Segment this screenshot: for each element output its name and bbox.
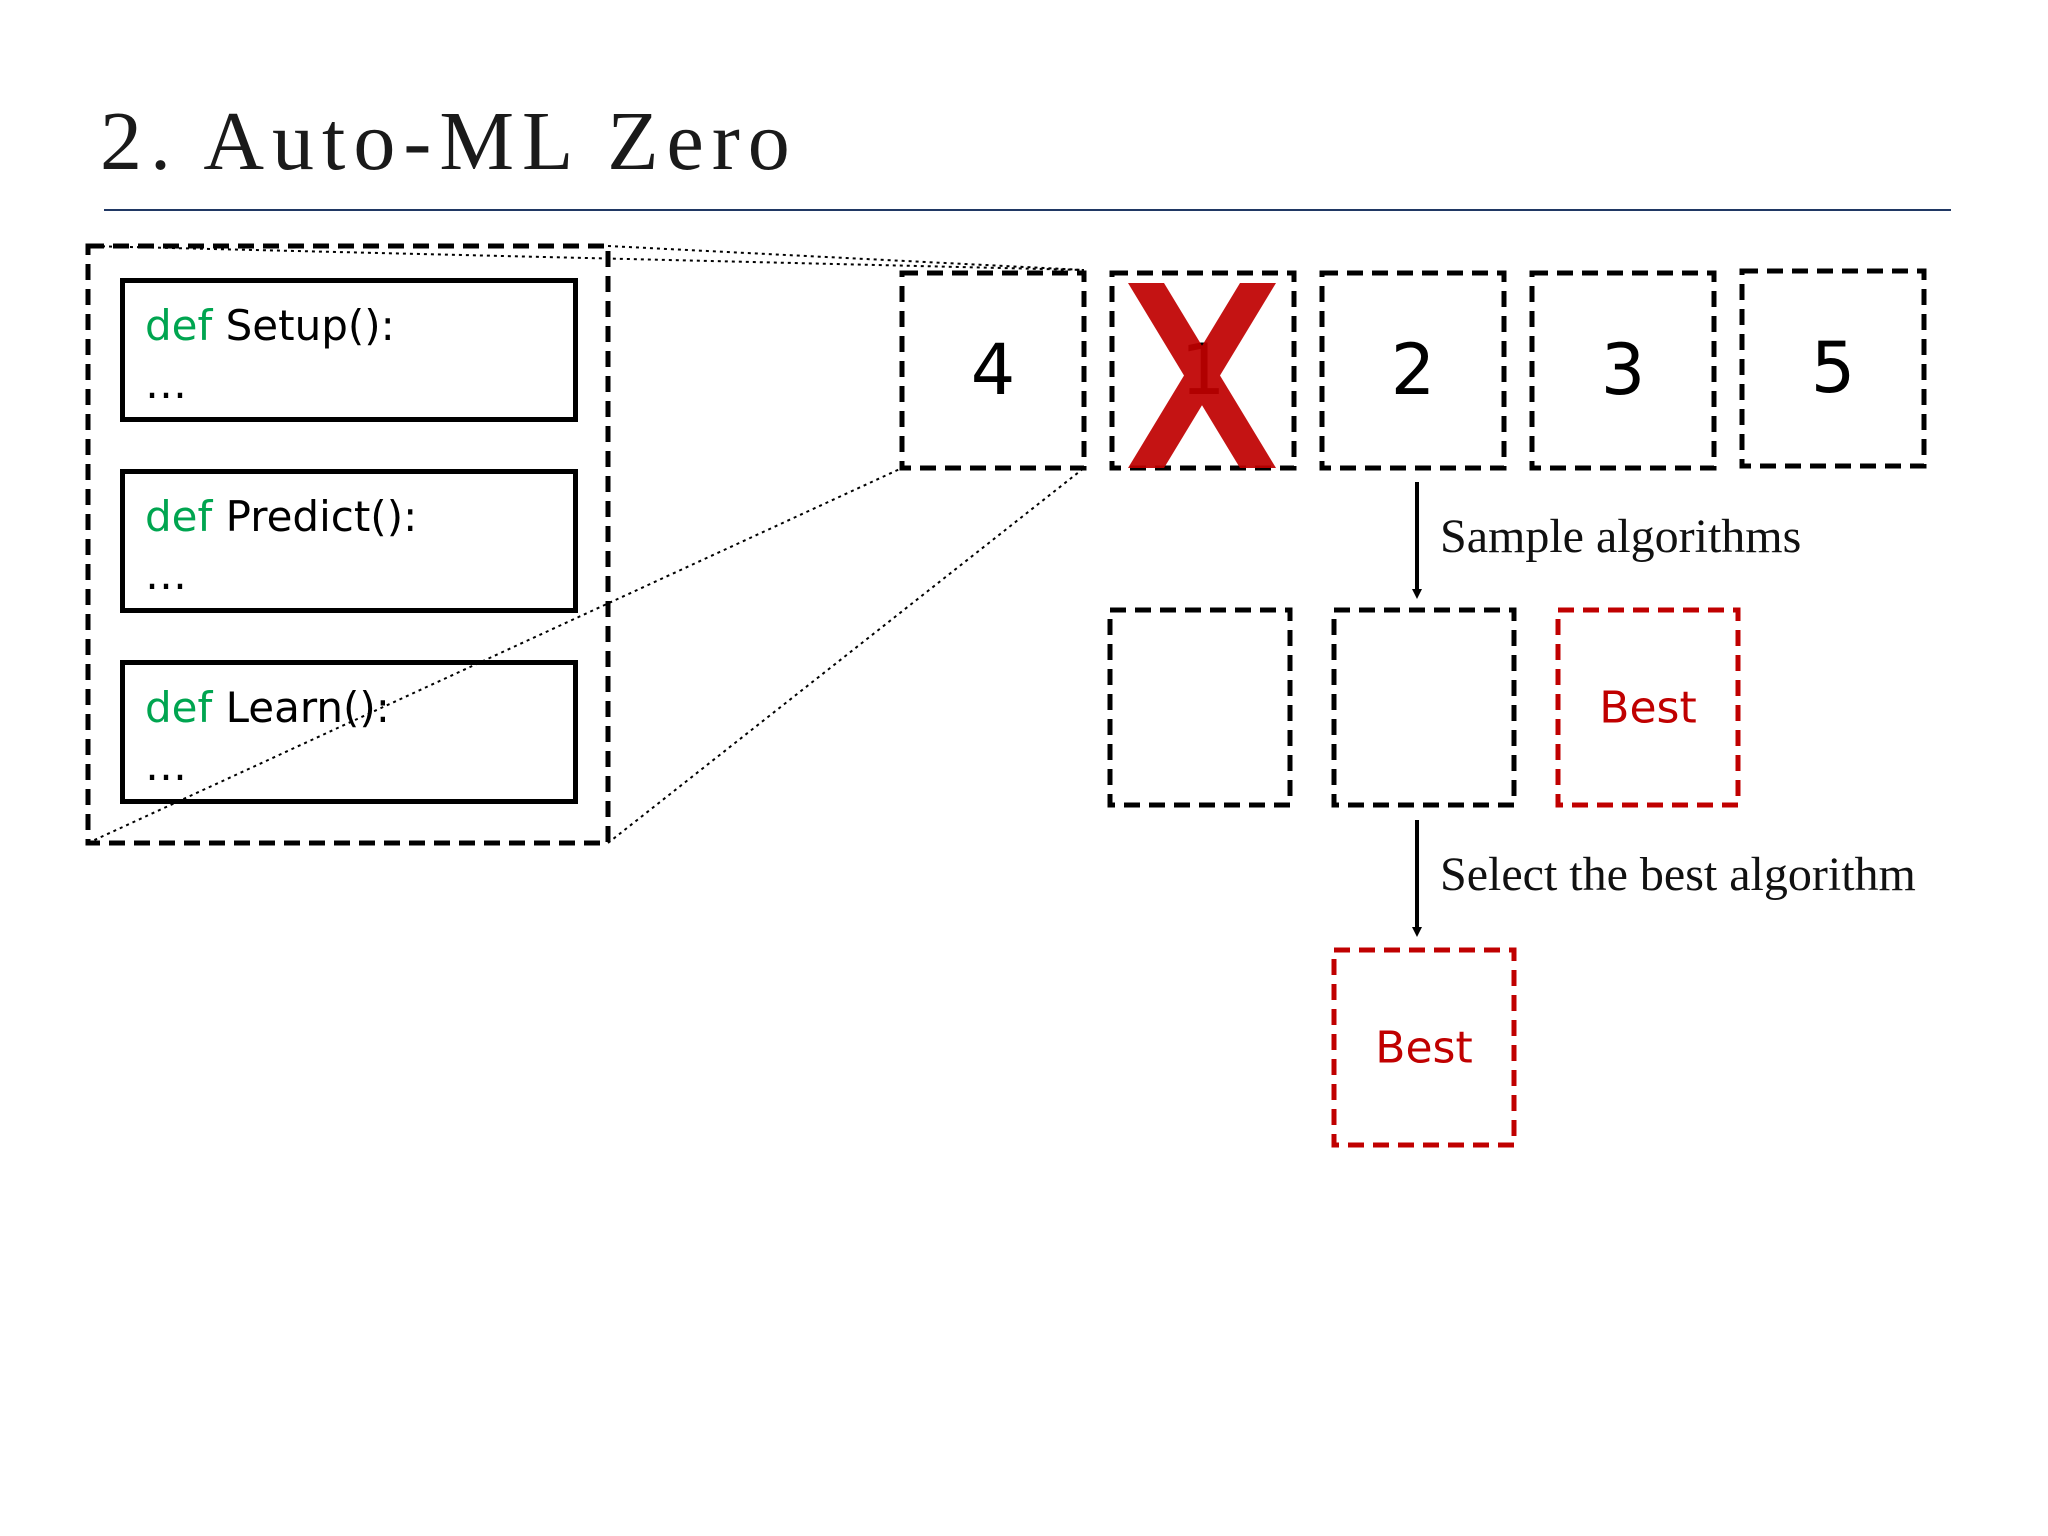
- sample-box-best: [1555, 607, 1741, 808]
- learn-signature: def Learn():: [145, 687, 390, 729]
- slide-title: 2. Auto-ML Zero: [100, 95, 798, 188]
- zoom-lines: [87, 245, 1085, 844]
- removed-mark-label: X: [1, 0, 2, 2]
- learn-keyword: def: [145, 683, 213, 732]
- population-row: 4 1 2 3 5: [899, 268, 1927, 471]
- predict-signature: def Predict():: [145, 496, 417, 538]
- sampled-row: Best: [1107, 607, 1741, 808]
- sample-box-1: [1107, 607, 1293, 808]
- setup-signature: def Setup():: [145, 305, 395, 347]
- learn-body: …: [145, 741, 187, 790]
- predict-function-box: def Predict(): …: [120, 469, 578, 613]
- setup-name: Setup():: [212, 301, 395, 350]
- sample-label: Sample algorithms: [1440, 510, 1801, 563]
- selected-best-label: Best: [1375, 1023, 1472, 1074]
- setup-keyword: def: [145, 301, 213, 350]
- candidate-label-5: 5: [1811, 327, 1856, 409]
- predict-name: Predict():: [212, 492, 418, 541]
- zoom-line-bottom-left: [87, 467, 903, 844]
- title-divider: [104, 209, 1951, 211]
- sample-box-2: [1331, 607, 1517, 808]
- setup-body: …: [145, 359, 187, 408]
- candidate-label-3: 3: [1601, 329, 1646, 411]
- learn-name: Learn():: [212, 683, 390, 732]
- candidate-label-2: 2: [1391, 329, 1436, 411]
- predict-keyword: def: [145, 492, 213, 541]
- selected-best-box: [1331, 947, 1517, 1148]
- candidate-box-2: [1319, 270, 1507, 471]
- candidate-label-4: 4: [971, 329, 1016, 411]
- candidate-box-4: [899, 270, 1087, 471]
- select-label: Select the best algorithm: [1440, 848, 1916, 901]
- zoom-line-bottom-right: [607, 467, 1085, 844]
- learn-function-box: def Learn(): …: [120, 660, 578, 804]
- removed-mark-icon: [1128, 283, 1276, 468]
- algorithm-detail-frame: [85, 243, 611, 846]
- predict-body: …: [145, 550, 187, 599]
- sample-best-label: Best: [1599, 683, 1696, 734]
- setup-function-box: def Setup(): …: [120, 278, 578, 422]
- zoom-line-top-right: [607, 245, 1085, 271]
- candidate-box-5: [1739, 268, 1927, 469]
- zoom-line-top-left: [87, 245, 1085, 271]
- candidate-box-3: [1529, 270, 1717, 471]
